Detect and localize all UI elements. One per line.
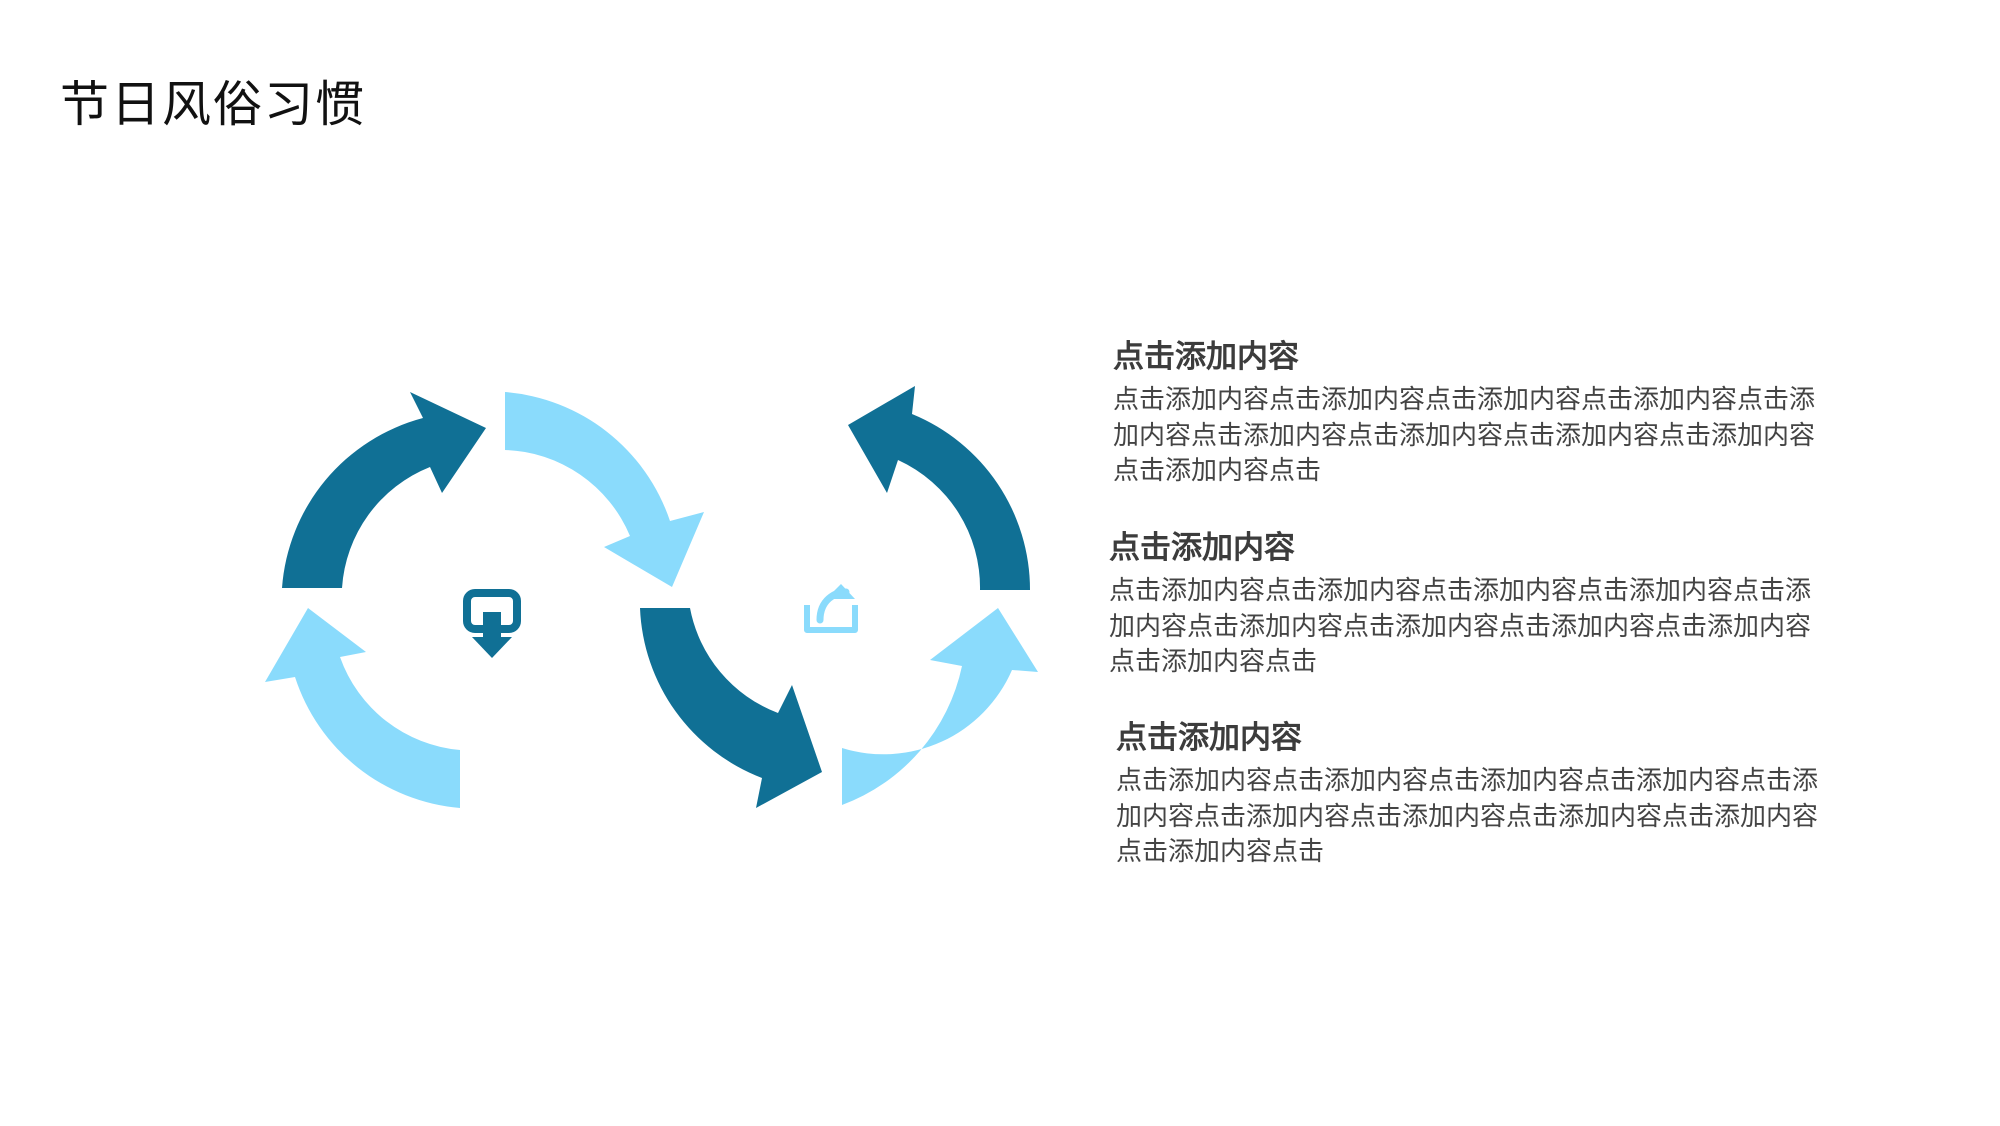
text-block-1: 点击添加内容 点击添加内容点击添加内容点击添加内容点击添加内容点击添加内容点击添… bbox=[1113, 335, 1833, 490]
cycle-arrow-bottom-right bbox=[842, 608, 1038, 805]
share-upload-icon bbox=[804, 584, 858, 633]
text-block-2: 点击添加内容 点击添加内容点击添加内容点击添加内容点击添加内容点击添加内容点击添… bbox=[1109, 526, 1829, 681]
text-block-heading: 点击添加内容 bbox=[1113, 339, 1299, 375]
cycle-arrow-bottom-center bbox=[640, 608, 822, 808]
text-block-body: 点击添加内容点击添加内容点击添加内容点击添加内容点击添加内容点击添加内容点击添加… bbox=[1109, 576, 1812, 677]
download-arrow-icon bbox=[463, 589, 521, 658]
cycle-arrow-bottom-left bbox=[265, 608, 460, 808]
text-block-body: 点击添加内容点击添加内容点击添加内容点击添加内容点击添加内容点击添加内容点击添加… bbox=[1116, 766, 1819, 867]
page-title: 节日风俗习惯 bbox=[60, 76, 367, 133]
cycle-arrow-top-left bbox=[282, 392, 486, 588]
cycle-arrow-top-right-loop bbox=[848, 386, 1030, 590]
text-block-body: 点击添加内容点击添加内容点击添加内容点击添加内容点击添加内容点击添加内容点击添加… bbox=[1113, 385, 1816, 486]
text-block-heading: 点击添加内容 bbox=[1116, 720, 1302, 756]
cycle-arrow-top-right bbox=[505, 392, 704, 587]
text-block-heading: 点击添加内容 bbox=[1109, 530, 1295, 566]
text-block-3: 点击添加内容 点击添加内容点击添加内容点击添加内容点击添加内容点击添加内容点击添… bbox=[1116, 716, 1836, 871]
